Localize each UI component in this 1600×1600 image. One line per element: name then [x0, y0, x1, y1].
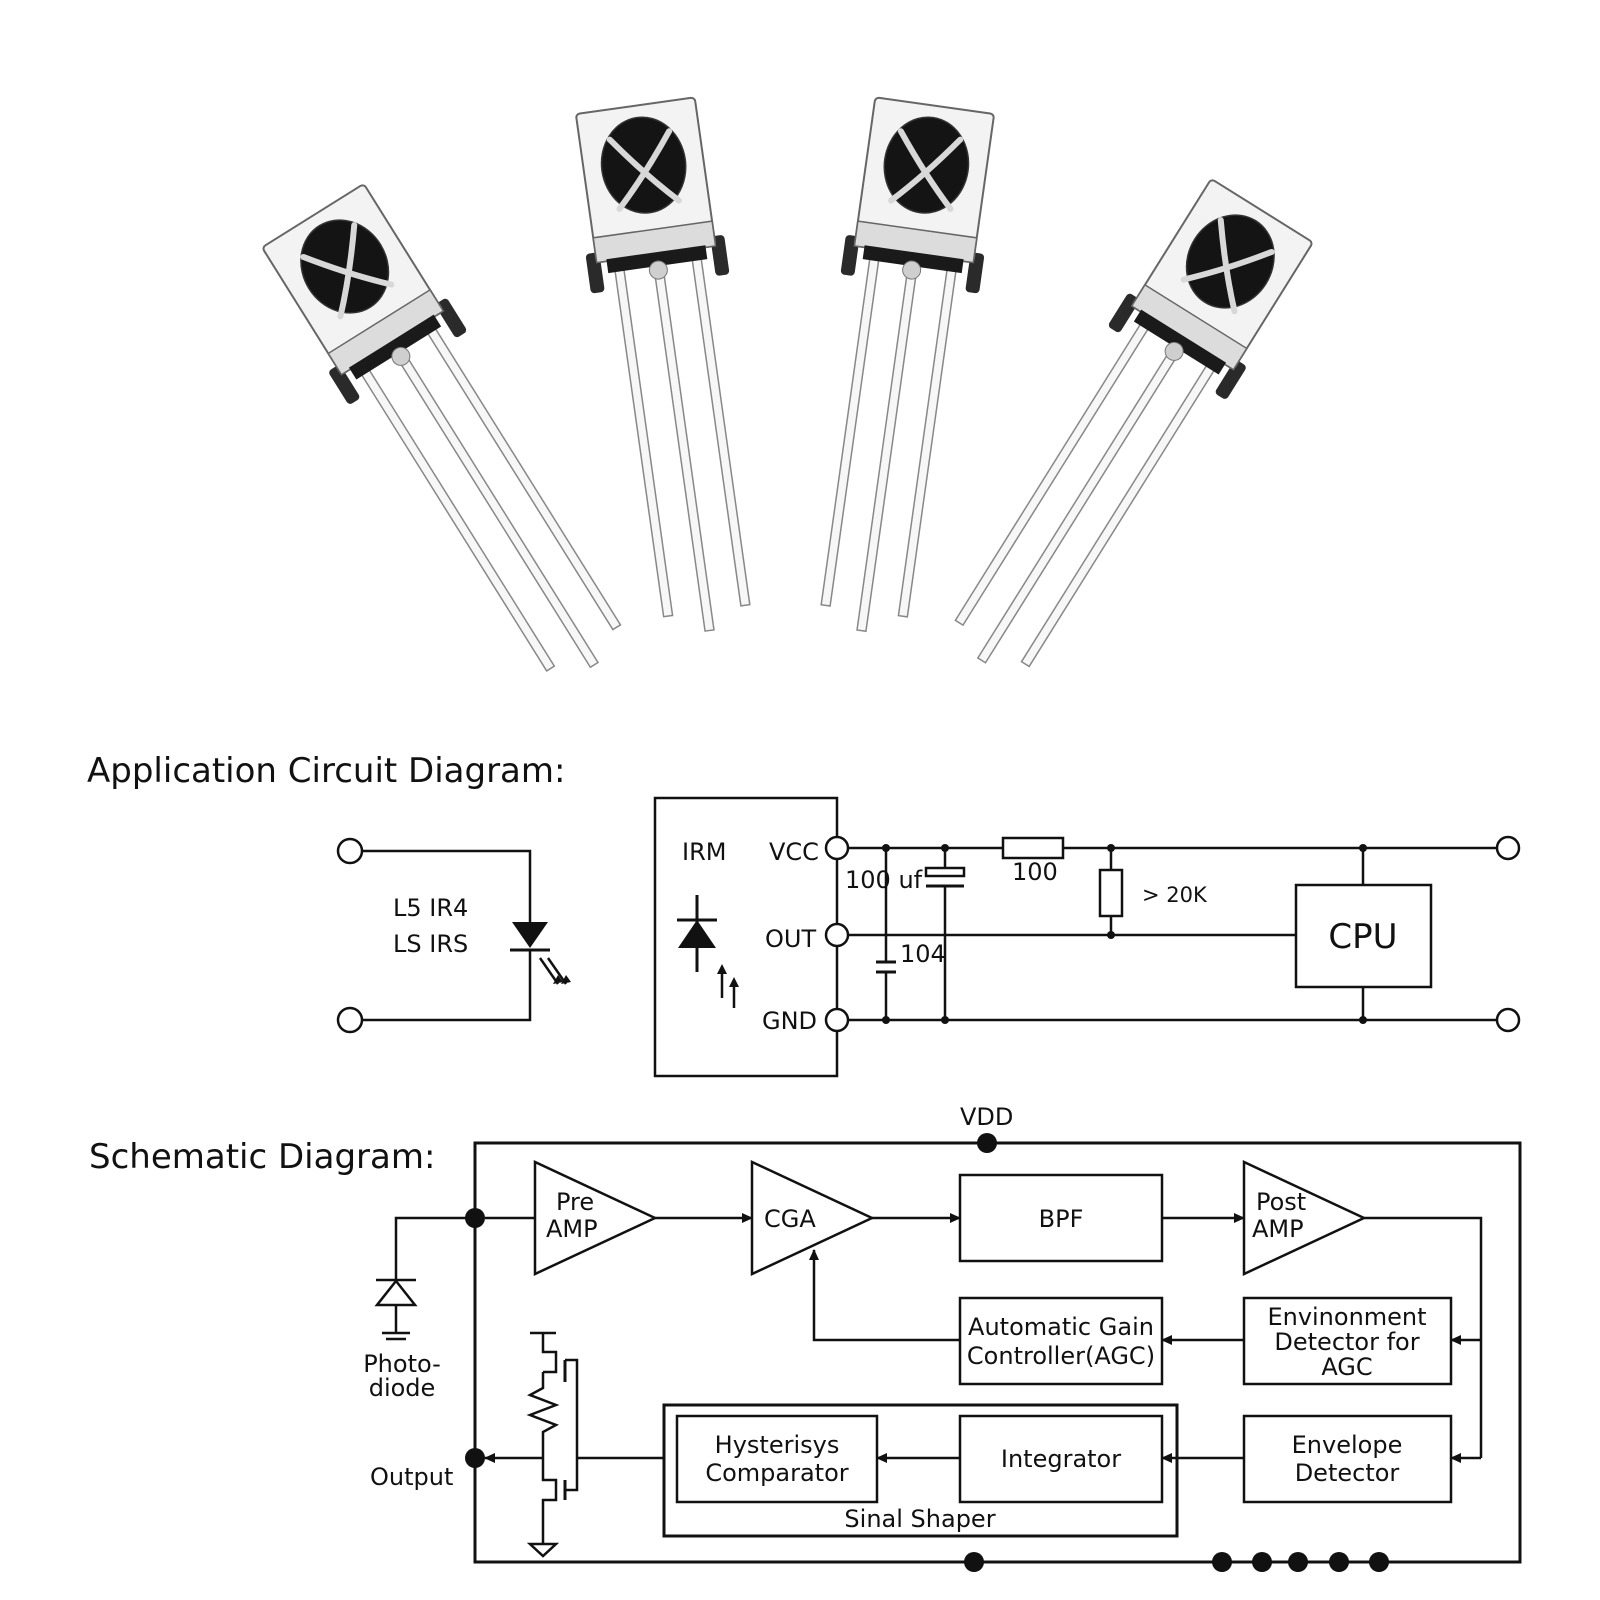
- resistor-100-label: 100: [1012, 858, 1058, 886]
- resistor-pullup-label: > 20K: [1142, 883, 1208, 907]
- envelope-label-2: Detector: [1295, 1459, 1400, 1487]
- symbol-label-1: L5 IR4: [393, 894, 468, 922]
- pin-out-label: OUT: [765, 925, 816, 953]
- agc-block: [958, 1296, 1164, 1386]
- vdd-label: VDD: [960, 1103, 1013, 1131]
- cga-label: CGA: [764, 1205, 816, 1233]
- photodiode-input-icon: [374, 1216, 475, 1341]
- cga-block: [750, 1160, 875, 1276]
- bpf-label: BPF: [1039, 1205, 1084, 1233]
- hysteresis-label-2: Comparator: [705, 1459, 848, 1487]
- env-detector-label-3: AGC: [1321, 1353, 1372, 1381]
- output-label: Output: [370, 1463, 453, 1491]
- post-amp-label-2: AMP: [1252, 1215, 1304, 1243]
- out-pin: [824, 922, 850, 948]
- env-detector-agc-block: [1242, 1296, 1453, 1386]
- capacitor-104: [876, 844, 896, 1024]
- resistor-100: [1001, 836, 1065, 860]
- output-transistor-icon: [526, 1331, 579, 1558]
- vcc-pin: [824, 835, 850, 861]
- ic-frame: [473, 1141, 1522, 1564]
- irm-module-box: [653, 796, 839, 1078]
- vcc-terminal: [1495, 835, 1521, 861]
- integrator-label: Integrator: [1001, 1445, 1121, 1473]
- photodiode-label-2: diode: [369, 1374, 436, 1402]
- photodiode-icon: [677, 895, 739, 1008]
- hysteresis-label-1: Hysterisys: [715, 1431, 840, 1459]
- light-rays-icon: [538, 957, 568, 985]
- resistor-pullup: [1098, 844, 1124, 939]
- pre-amp-label-1: Pre: [556, 1188, 594, 1216]
- pin-gnd-label: GND: [762, 1007, 817, 1035]
- pre-amp-label-2: AMP: [546, 1215, 598, 1243]
- vdd-node: [977, 1133, 997, 1153]
- cpu-label: CPU: [1328, 917, 1397, 957]
- gnd-pin: [824, 1007, 850, 1033]
- capacitor-small-label: 104: [900, 940, 946, 968]
- application-heading: Application Circuit Diagram:: [87, 751, 565, 791]
- ir-receiver-2: [566, 96, 778, 640]
- post-amp-block: [1242, 1160, 1367, 1276]
- schematic-heading: Schematic Diagram:: [89, 1137, 435, 1177]
- ir-receiver-4: [922, 174, 1322, 698]
- agc-label-2: Controller(AGC): [967, 1342, 1155, 1370]
- gnd-terminal: [1495, 1007, 1521, 1033]
- envelope-label-1: Envelope: [1292, 1431, 1403, 1459]
- photodiode-label-1: Photo-: [363, 1350, 441, 1378]
- diode-triangle: [512, 922, 548, 948]
- ir-receiver-symbol: L5 IR4 LS IRS: [336, 837, 571, 1034]
- cpu-box: [1294, 883, 1433, 989]
- post-amp-label-1: Post: [1256, 1188, 1306, 1216]
- terminal-top: [336, 837, 364, 865]
- env-detector-label-1: Envinonment: [1267, 1303, 1426, 1331]
- signal-shaper-frame: [662, 1403, 1179, 1538]
- irm-label: IRM: [682, 838, 726, 866]
- agc-label-1: Automatic Gain: [968, 1313, 1154, 1341]
- capacitor-100uf: [924, 844, 966, 1024]
- ir-receiver-3: [792, 96, 1004, 640]
- bpf-block: [958, 1173, 1164, 1263]
- envelope-detector-block: [1242, 1414, 1453, 1504]
- terminal-bottom: [336, 1006, 364, 1034]
- capacitor-large-label: 100 uf: [845, 866, 923, 894]
- pin-vcc-label: VCC: [769, 838, 819, 866]
- hysteresis-block: [675, 1414, 879, 1504]
- env-detector-label-2: Detector for: [1274, 1328, 1419, 1356]
- signal-shaper-label: Sinal Shaper: [844, 1505, 995, 1533]
- integrator-block: [958, 1414, 1164, 1504]
- symbol-label-2: LS IRS: [393, 930, 468, 958]
